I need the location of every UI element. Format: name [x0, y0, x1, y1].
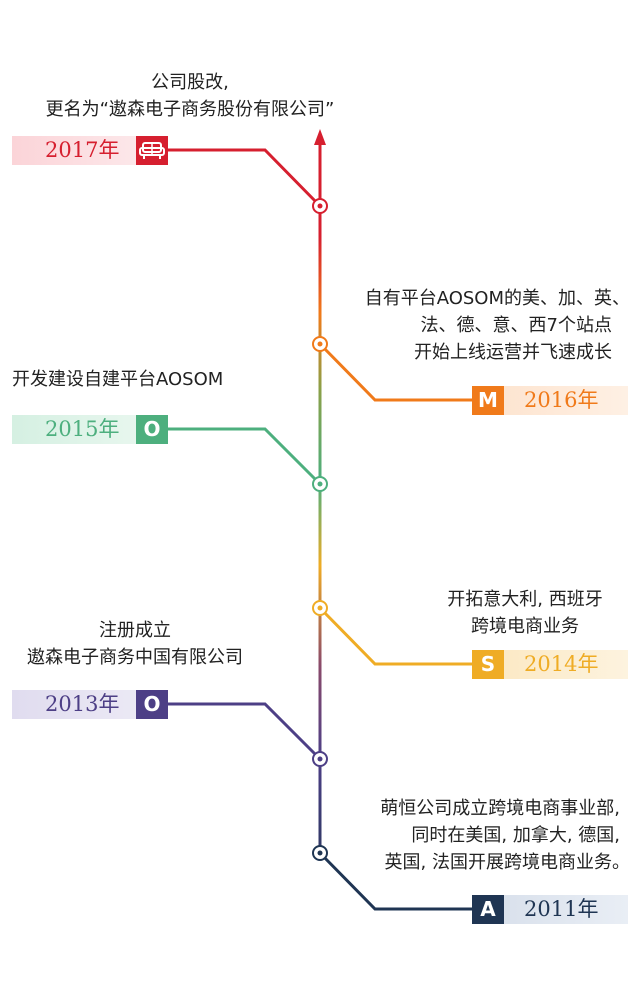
- year-band-2014: S 2014年: [472, 650, 628, 679]
- event-2015-line-1: 开发建设自建平台AOSOM: [12, 369, 224, 390]
- event-2014-description: 开拓意大利, 西班牙 跨境电商业务: [420, 586, 630, 640]
- connector-2014: [318, 606, 472, 666]
- event-2016-line-1: 自有平台AOSOM的美、加、英、: [364, 288, 630, 309]
- connector-2013: [168, 702, 322, 761]
- node-2015: [312, 476, 328, 492]
- event-2011-line-2: 同时在美国, 加拿大, 德国,: [411, 825, 620, 846]
- year-band-2013: 2013年 O: [12, 690, 168, 719]
- year-label-2017: 2017年: [45, 138, 120, 162]
- connector-2011: [318, 851, 472, 911]
- year-label-2015: 2015年: [45, 417, 120, 441]
- node-2011: [312, 845, 328, 861]
- connector-2016: [318, 342, 472, 402]
- event-2013-description: 注册成立 遨森电子商务中国有限公司: [10, 617, 260, 671]
- badge-2014: S: [472, 650, 504, 679]
- node-2013: [312, 751, 328, 767]
- year-band-2016: M 2016年: [472, 386, 628, 415]
- event-2016-line-2: 法、德、意、西7个站点: [420, 315, 612, 336]
- event-2017-line-1: 公司股改,: [151, 72, 229, 93]
- connector-2015: [168, 427, 322, 486]
- year-band-2017: 2017年: [12, 136, 168, 165]
- event-2011-description: 萌恒公司成立跨境电商事业部, 同时在美国, 加拿大, 德国, 英国, 法国开展跨…: [300, 795, 630, 876]
- event-2016-description: 自有平台AOSOM的美、加、英、 法、德、意、西7个站点 开始上线运营并飞速成长: [300, 285, 630, 366]
- year-band-2015: 2015年 O: [12, 415, 168, 444]
- event-2017-description: 公司股改, 更名为“遨森电子商务股份有限公司”: [10, 69, 370, 123]
- axis-arrow-head: [314, 129, 326, 145]
- year-label-2016: 2016年: [524, 388, 599, 412]
- year-band-2011: A 2011年: [472, 895, 628, 924]
- event-2016-line-3: 开始上线运营并飞速成长: [414, 342, 612, 363]
- sofa-icon: [139, 142, 165, 159]
- year-label-2014: 2014年: [524, 652, 599, 676]
- event-2013-line-2: 遨森电子商务中国有限公司: [27, 647, 243, 668]
- event-2017-line-2: 更名为“遨森电子商务股份有限公司”: [45, 99, 335, 120]
- badge-2016: M: [472, 386, 504, 415]
- badge-2013: O: [136, 690, 168, 719]
- event-2011-line-3: 英国, 法国开展跨境电商业务。: [384, 852, 630, 873]
- node-2016: [312, 336, 328, 352]
- node-2014: [312, 600, 328, 616]
- event-2011-line-1: 萌恒公司成立跨境电商事业部,: [380, 798, 620, 819]
- event-2013-line-1: 注册成立: [99, 620, 171, 641]
- event-2015-description: 开发建设自建平台AOSOM: [12, 366, 312, 393]
- node-2017: [312, 198, 328, 214]
- sofa-badge: [136, 136, 168, 165]
- year-label-2013: 2013年: [45, 692, 120, 716]
- badge-2011: A: [472, 895, 504, 924]
- badge-2015: O: [136, 415, 168, 444]
- event-2014-line-1: 开拓意大利, 西班牙: [447, 589, 603, 610]
- year-label-2011: 2011年: [524, 897, 599, 921]
- connector-2017: [168, 148, 322, 208]
- event-2014-line-2: 跨境电商业务: [471, 616, 579, 637]
